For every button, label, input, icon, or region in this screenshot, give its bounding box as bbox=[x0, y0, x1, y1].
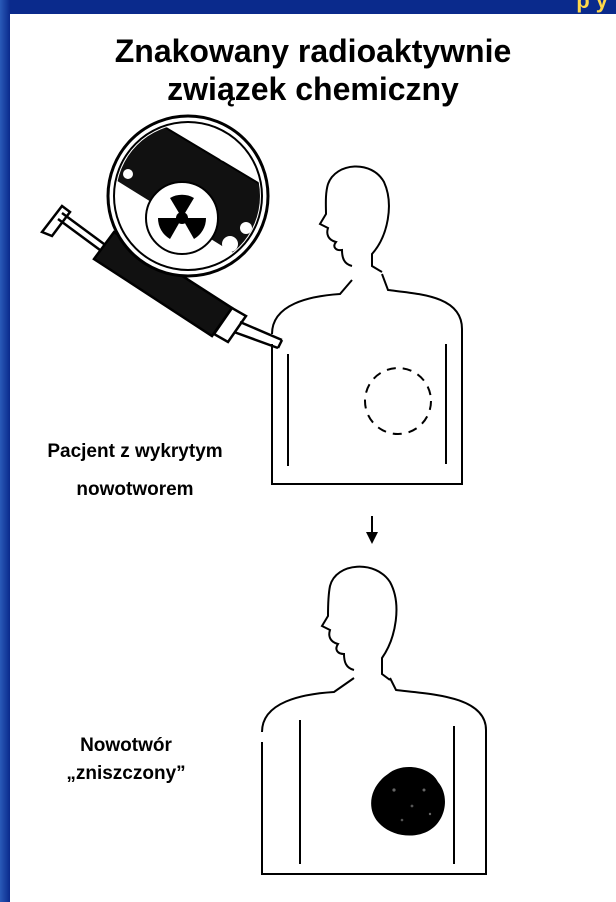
radiation-trefoil-icon bbox=[146, 182, 218, 254]
tumor-label-line-2: „zniszczony” bbox=[46, 760, 206, 788]
illustration-panel: Znakowany radioaktywnie związek chemiczn… bbox=[10, 14, 616, 902]
cropped-corner-text: p y bbox=[576, 0, 608, 14]
patient-label-line-1: Pacjent z wykrytym bbox=[12, 438, 258, 466]
tumor-destroyed-label: Nowotwór „zniszczony” bbox=[46, 732, 206, 788]
tumor-label-line-1: Nowotwór bbox=[46, 732, 206, 760]
tumor-outline bbox=[365, 368, 431, 434]
arrow-down-icon bbox=[366, 516, 378, 544]
patient-figure-bottom bbox=[262, 567, 486, 874]
patient-label-line-2: nowotworem bbox=[12, 476, 258, 504]
left-border-strip bbox=[0, 0, 10, 902]
tumor-destroyed bbox=[371, 767, 445, 836]
patient-label: Pacjent z wykrytym nowotworem bbox=[12, 438, 258, 504]
patient-figure-top bbox=[272, 166, 462, 484]
